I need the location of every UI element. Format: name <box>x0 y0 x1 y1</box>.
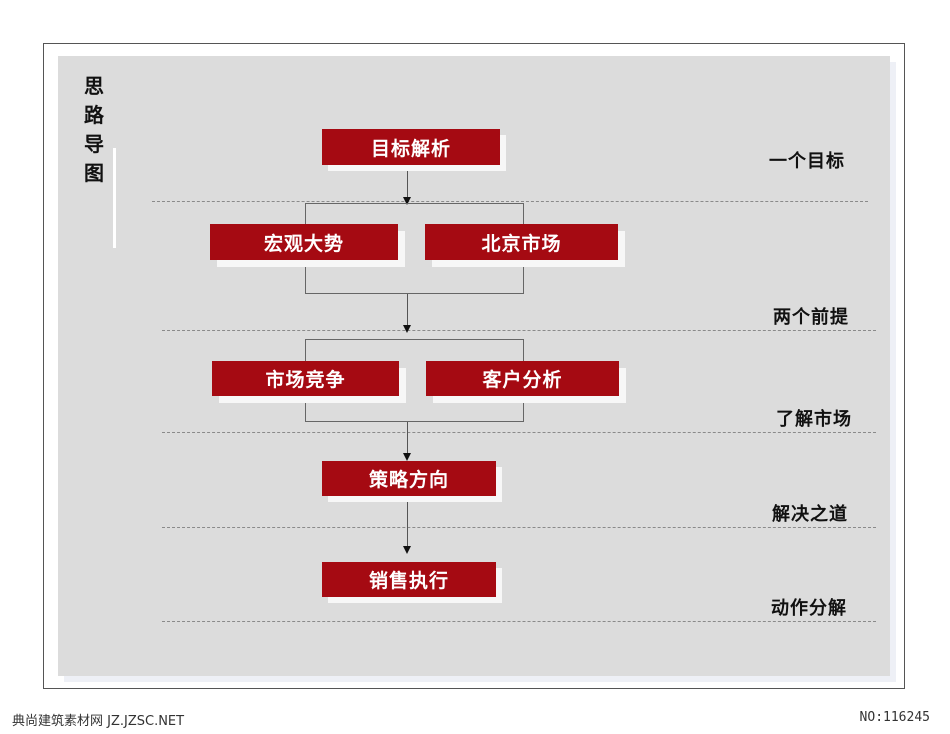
separator-1 <box>152 201 868 202</box>
stage-label-one-goal: 一个目标 <box>769 151 845 172</box>
side-title: 思路导图 <box>84 74 104 185</box>
arrow-head-icon <box>403 453 411 461</box>
stage-label-action-breakdown: 动作分解 <box>771 598 847 619</box>
image-number: NO:116245 <box>859 710 930 725</box>
node-strategy-direction: 策略方向 <box>322 461 496 496</box>
separator-5 <box>162 621 876 622</box>
watermark-text: 典尚建筑素材网 JZ.JZSC.NET <box>12 714 185 729</box>
arrow-head-icon <box>403 325 411 333</box>
arrow-head-icon <box>403 546 411 554</box>
node-beijing-market: 北京市场 <box>425 224 618 260</box>
connector-market <box>407 422 408 454</box>
node-market-competition: 市场竞争 <box>212 361 399 396</box>
stage-label-two-premises: 两个前提 <box>773 307 849 328</box>
connector-premises <box>407 294 408 326</box>
node-customer-analysis: 客户分析 <box>426 361 619 396</box>
stage-label-solution: 解决之道 <box>772 504 848 525</box>
arrow-head-icon <box>403 197 411 205</box>
node-sales-execution: 销售执行 <box>322 562 496 597</box>
separator-4 <box>162 527 876 528</box>
stage-label-understand-market: 了解市场 <box>776 409 852 430</box>
node-goal-analysis: 目标解析 <box>322 129 500 165</box>
separator-2 <box>162 330 876 331</box>
side-title-bar <box>113 148 116 248</box>
node-macro-trend: 宏观大势 <box>210 224 398 260</box>
separator-3 <box>162 432 876 433</box>
connector-strategy <box>407 497 408 547</box>
connector-goal <box>407 165 408 198</box>
